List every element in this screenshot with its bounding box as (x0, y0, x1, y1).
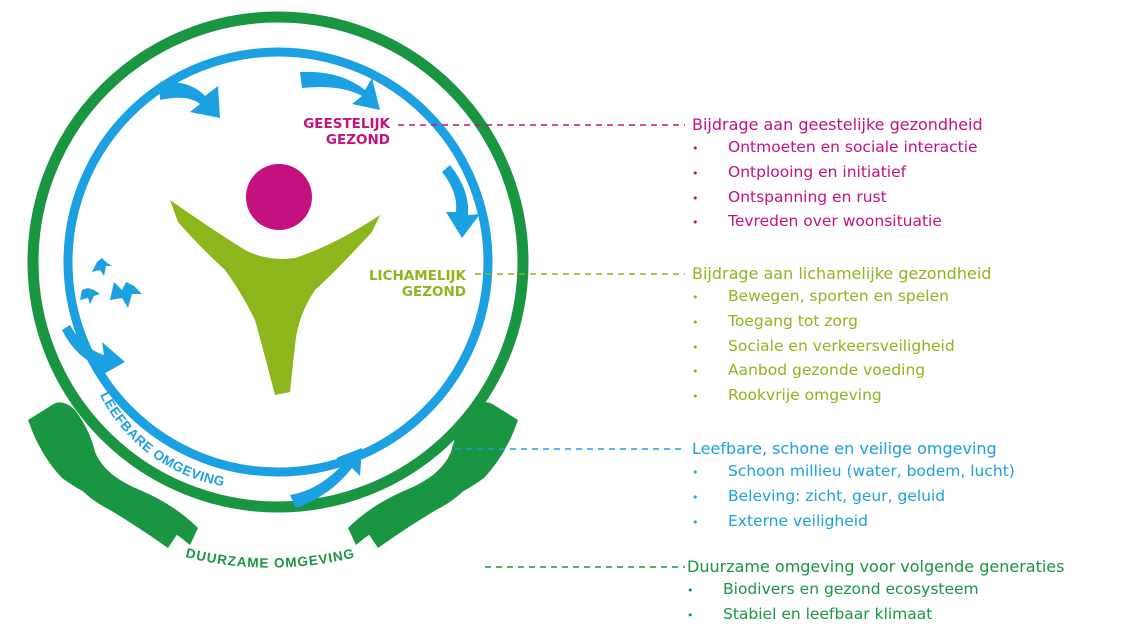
list-item: • Ontmoeten en sociale interactie (692, 135, 983, 160)
leefbare-heading: Leefbare, schone en veilige omgeving (692, 439, 997, 458)
bullet: • (692, 191, 699, 205)
bullet: • (692, 515, 699, 529)
geestelijk-group: Bijdrage aan geestelijke gezondheid • Ont… (692, 115, 983, 234)
geestelijk-list: • Ontmoeten en sociale interactie • Ontploo… (692, 135, 983, 234)
bullet: • (687, 584, 694, 597)
bullet: • (692, 365, 699, 379)
list-item-text: Biodivers en gezond ecosysteem (723, 580, 979, 598)
list-item: • Externe veiligheid (692, 509, 1015, 534)
bullet: • (692, 166, 699, 180)
bullet: • (692, 490, 699, 504)
geestelijk-heading: Bijdrage aan geestelijke gezondheid (692, 115, 983, 134)
list-item-text: Tevreden over woonsituatie (728, 212, 942, 231)
list-item: • Beleving: zicht, geur, geluid (692, 484, 1015, 509)
lichamelijk-group: Bijdrage aan lichamelijke gezondheid • Be… (692, 264, 991, 408)
list-item: • Aanbod gezonde voeding (692, 358, 991, 383)
list-item-text: Stabiel en leefbaar klimaat (723, 604, 933, 623)
bullet: • (687, 608, 694, 622)
list-item: • Bewegen, sporten en spelen (692, 284, 991, 309)
geestelijk-label-line1: GEESTELIJK (303, 116, 390, 132)
list-item-text: Bewegen, sporten en spelen (728, 287, 949, 305)
hand-icon (28, 402, 518, 548)
list-item-text: Ontplooing en initiatief (728, 162, 907, 181)
list-item-text: Ontspanning en rust (728, 187, 887, 206)
list-item-text: Schoon millieu (water, bodem, lucht) (728, 462, 1015, 480)
lichamelijk-label-line2: GEZOND (401, 284, 466, 300)
duurzame-heading: Duurzame omgeving voor volgende generati… (687, 557, 1065, 576)
arrow-icon (62, 71, 480, 508)
bullet: • (692, 390, 699, 404)
lichamelijk-list: • Bewegen, sporten en spelen • Toegang tot … (692, 284, 991, 408)
lichamelijk-gezond-label: LICHAMELIJK GEZOND (350, 268, 466, 300)
lichamelijk-heading: Bijdrage aan lichamelijke gezondheid (692, 264, 992, 283)
list-item: • Stabiel en leefbaar klimaat (687, 602, 1064, 627)
list-item-text: Aanbod gezonde voeding (728, 361, 926, 380)
list-item-text: Sociale en verkeersveiligheid (728, 336, 955, 355)
list-item-text: Externe veiligheid (728, 511, 868, 530)
list-item: • Schoon millieu (water, bodem, lucht) (692, 459, 1015, 484)
duurzame-omgeving-label: DUURZAME OMGEVING (184, 545, 356, 570)
person-icon (170, 164, 380, 395)
bullet: • (692, 142, 699, 155)
list-item: • Ontplooing en initiatief (692, 160, 983, 185)
list-item: • Toegang tot zorg (692, 309, 991, 334)
list-item-text: Beleving: zicht, geur, geluid (728, 486, 946, 505)
list-item: • Rookvrije omgeving (692, 383, 991, 408)
list-item: • Ontspanning en rust (692, 185, 983, 210)
geestelijk-label-line2: GEZOND (325, 132, 390, 148)
bullet: • (692, 216, 699, 230)
bullet: • (692, 466, 699, 479)
list-item-text: Rookvrije omgeving (728, 386, 882, 405)
lichamelijk-label-line1: LICHAMELIJK (368, 268, 466, 284)
list-item: • Biodivers en gezond ecosysteem (687, 577, 1064, 602)
bullet: • (692, 291, 699, 304)
duurzame-group: Duurzame omgeving voor volgende generati… (687, 557, 1064, 627)
geestelijk-gezond-label: GEESTELIJK GEZOND (280, 116, 390, 148)
bullet: • (692, 315, 699, 329)
list-item: • Sociale en verkeersveiligheid (692, 334, 991, 359)
list-item-text: Toegang tot zorg (728, 311, 858, 330)
blue-ring (63, 47, 493, 477)
leefbare-list: • Schoon millieu (water, bodem, lucht) • Be… (692, 459, 1015, 533)
list-item-text: Ontmoeten en sociale interactie (728, 138, 978, 156)
outer-ring (27, 11, 529, 513)
list-item: • Tevreden over woonsituatie (692, 209, 983, 234)
bullet: • (692, 340, 699, 354)
duurzame-list: • Biodivers en gezond ecosysteem • Stabiel … (687, 577, 1064, 627)
leefbare-group: Leefbare, schone en veilige omgeving • Sc… (692, 439, 1015, 533)
butterfly-icon (80, 258, 142, 308)
